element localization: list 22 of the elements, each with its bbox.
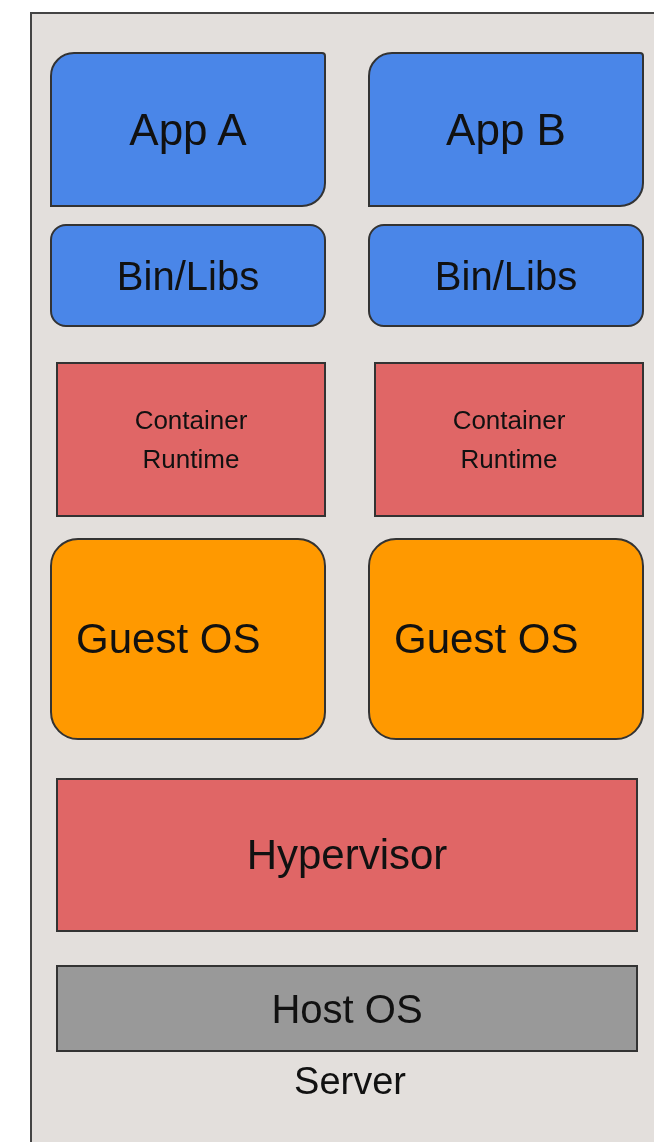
guest-os-box — [368, 538, 644, 740]
libraries-box — [50, 224, 326, 327]
box-label: Server — [294, 1062, 406, 1100]
box-label: Container Runtime — [133, 403, 249, 476]
box-label: Container Runtime — [451, 403, 567, 476]
box-label: Guest OS — [76, 618, 261, 660]
app-box — [50, 52, 326, 207]
runtime-box — [56, 362, 326, 517]
box-label: Host OS — [271, 988, 423, 1029]
box-label: Bin/Libs — [116, 255, 260, 296]
server-frame — [30, 12, 654, 1142]
box-label: Hypervisor — [246, 834, 448, 876]
box-label: Bin/Libs — [434, 255, 578, 296]
hypervisor-box — [56, 778, 638, 932]
runtime-box — [374, 362, 644, 517]
libraries-box — [368, 224, 644, 327]
app-box — [368, 52, 644, 207]
host-os-box — [56, 965, 638, 1052]
box-label: App A — [129, 107, 247, 152]
box-label: App B — [446, 107, 566, 152]
guest-os-box — [50, 538, 326, 740]
box-label: Guest OS — [394, 618, 579, 660]
